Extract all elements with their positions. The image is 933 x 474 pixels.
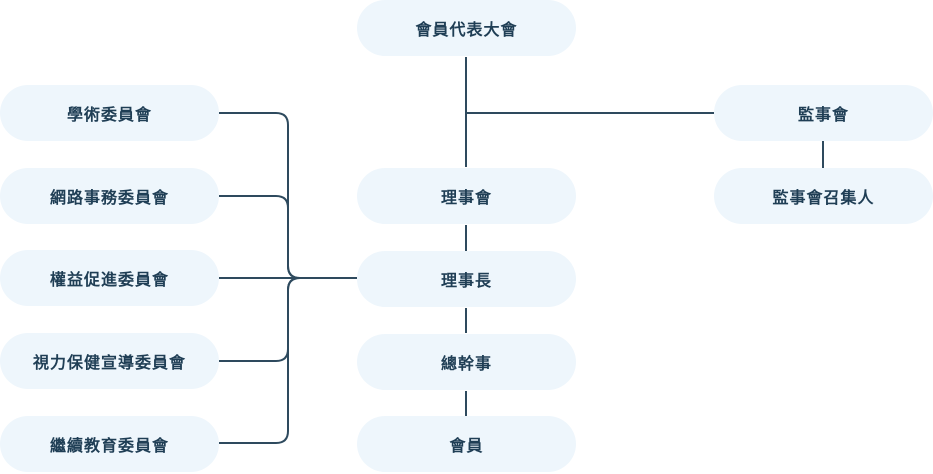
node-rights-committee: 權益促進委員會 <box>0 250 219 306</box>
node-members: 會員 <box>357 416 576 472</box>
node-chairman: 理事長 <box>357 251 576 307</box>
node-education-committee: 繼續教育委員會 <box>0 416 219 472</box>
node-general-assembly: 會員代表大會 <box>357 0 576 56</box>
node-secretary-general: 總幹事 <box>357 334 576 390</box>
line-network <box>219 195 301 279</box>
node-academic-committee: 學術委員會 <box>0 85 219 141</box>
node-board: 理事會 <box>357 168 576 224</box>
node-network-committee: 網路事務委員會 <box>0 168 219 224</box>
node-supervisors-convener: 監事會召集人 <box>714 168 933 224</box>
node-supervisors: 監事會 <box>714 85 933 141</box>
node-vision-committee: 視力保健宣導委員會 <box>0 333 219 389</box>
line-education <box>219 277 301 444</box>
